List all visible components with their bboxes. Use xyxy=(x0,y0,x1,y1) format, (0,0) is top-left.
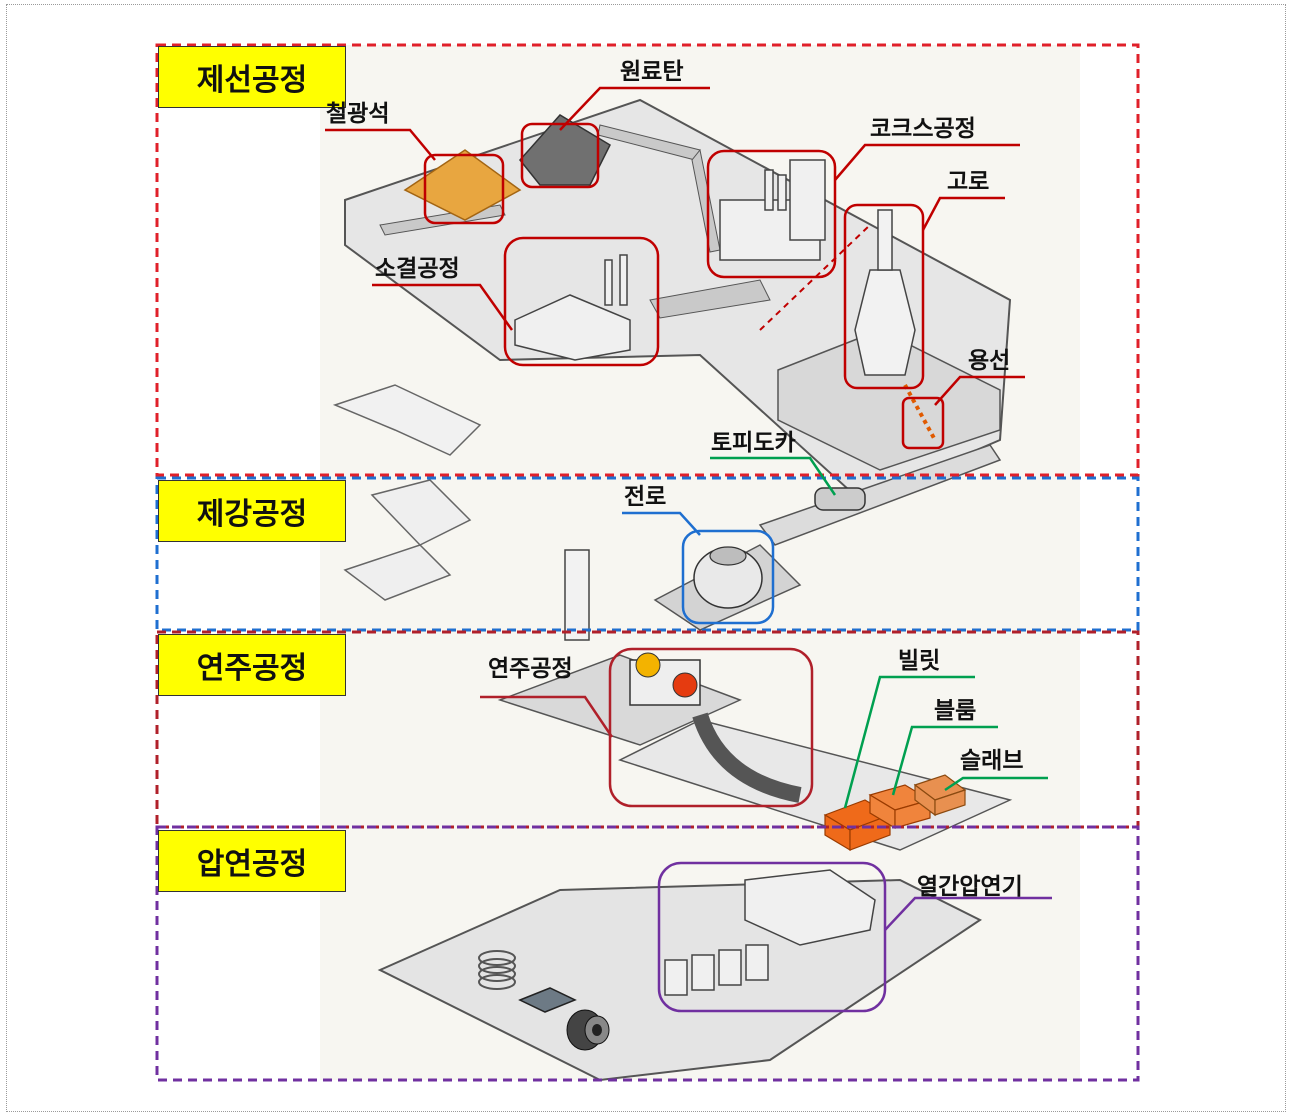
converter-mouth xyxy=(709,546,747,566)
highlight-caster xyxy=(608,647,814,808)
coke-plant xyxy=(719,159,826,261)
leader-caster xyxy=(480,695,614,738)
leader-rolling-mill xyxy=(884,896,1052,931)
leader-coke xyxy=(834,143,1020,181)
callout-billet: 빌릿 xyxy=(898,648,941,674)
leader-torpedo xyxy=(710,456,837,496)
highlight-rolling-mill xyxy=(657,861,887,1013)
stage-label-rolling: 압연공정 xyxy=(158,830,346,892)
steel-plate-stack xyxy=(518,987,577,1013)
highlight-converter xyxy=(681,529,775,625)
highlight-coal xyxy=(520,122,600,189)
figure-frame xyxy=(6,4,1286,1112)
wire-coil xyxy=(478,950,516,990)
ladle-tower xyxy=(564,549,590,641)
callout-molten-iron: 용선 xyxy=(968,348,1011,374)
callout-torpedo-car: 토피도카 xyxy=(711,430,796,456)
callout-bloom: 블룸 xyxy=(934,698,977,724)
steel-coil xyxy=(566,1009,610,1051)
blast-furnace-structure xyxy=(854,209,916,376)
stage-label-ironmaking: 제선공정 xyxy=(158,46,346,108)
stage-label-casting: 연주공정 xyxy=(158,634,346,696)
callout-converter: 전로 xyxy=(624,484,667,510)
warehouse-1 xyxy=(370,479,472,546)
leader-blast-furnace xyxy=(921,196,1005,231)
coal-pile xyxy=(519,114,611,186)
callout-blast-furnace: 고로 xyxy=(947,169,990,195)
hot-rolling-mill xyxy=(664,869,876,996)
leader-coal xyxy=(559,86,710,131)
warehouse-2 xyxy=(343,544,452,601)
callout-coke-process: 코크스공정 xyxy=(870,116,976,142)
callout-continuous-casting: 연주공정 xyxy=(488,656,573,682)
callout-slab: 슬래브 xyxy=(960,748,1024,774)
highlight-iron-ore xyxy=(423,153,505,225)
stage-box-steelmaking xyxy=(155,476,1140,632)
sintering-plant xyxy=(514,254,631,361)
furnace-charging-conveyor xyxy=(759,224,871,331)
leader-sintering xyxy=(372,283,514,331)
office-building xyxy=(332,384,482,456)
leader-converter xyxy=(622,511,701,536)
leader-bloom xyxy=(891,725,998,796)
callout-iron-ore: 철광석 xyxy=(326,101,390,127)
product-slab xyxy=(913,774,967,817)
leader-iron-ore xyxy=(325,128,436,161)
iron-ore-pile xyxy=(403,149,522,221)
callout-hot-rolling-mill: 열간압연기 xyxy=(917,874,1023,900)
highlight-blast-furnace xyxy=(843,203,925,390)
leader-molten-iron xyxy=(934,375,1025,406)
highlight-coke xyxy=(706,149,837,279)
callout-coal: 원료탄 xyxy=(620,59,684,85)
stage-box-casting xyxy=(155,630,1140,829)
torpedo-car xyxy=(814,487,866,511)
leader-slab xyxy=(944,776,1048,792)
callout-sintering: 소결공정 xyxy=(375,256,460,282)
highlight-molten-iron xyxy=(901,396,945,450)
highlight-sintering xyxy=(503,236,660,367)
continuous-caster xyxy=(629,652,802,803)
stage-label-steelmaking: 제강공정 xyxy=(158,480,346,542)
leader-billet xyxy=(843,675,975,809)
molten-iron-flow xyxy=(903,384,937,441)
stage-box-rolling xyxy=(155,825,1140,1082)
